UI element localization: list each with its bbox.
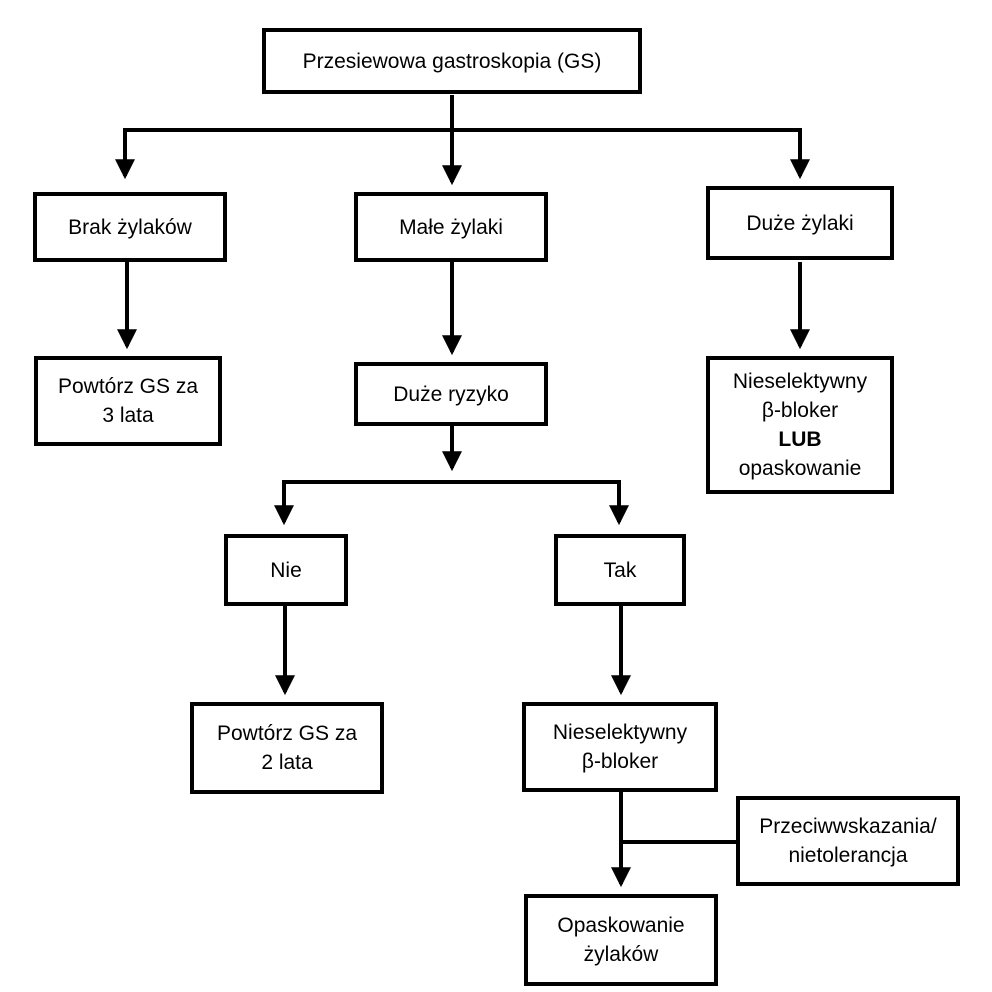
node-large-treatment-line3: LUB xyxy=(778,428,822,451)
node-large-treatment-line2: β-bloker xyxy=(761,399,839,422)
node-screening-label: Przesiewowa gastroskopia (GS) xyxy=(302,49,602,73)
node-large-varices: Duże żylaki xyxy=(706,186,894,260)
node-yes: Tak xyxy=(554,534,686,606)
node-high-risk: Duże ryzyko xyxy=(354,362,548,426)
node-contraindication-line1: Przeciwwskazania/ xyxy=(759,815,937,838)
node-beta-blocker-line1: Nieselektywny xyxy=(552,721,688,744)
node-contraindication-line2: nietolerancja xyxy=(788,844,908,867)
node-screening: Przesiewowa gastroskopia (GS) xyxy=(262,28,642,94)
node-contraindication: Przeciwwskazania/ nietolerancja xyxy=(736,796,960,886)
node-large-treatment-line4: opaskowanie xyxy=(738,457,862,480)
node-small-varices: Małe żylaki xyxy=(354,192,548,262)
node-yes-label: Tak xyxy=(603,558,637,582)
node-repeat-3-line2: 3 lata xyxy=(102,404,154,427)
node-large-treatment-line1: Nieselektywny xyxy=(732,370,868,393)
node-no-varices-label: Brak żylaków xyxy=(68,215,192,239)
node-no: Nie xyxy=(224,534,348,606)
node-large-varices-label: Duże żylaki xyxy=(746,211,854,235)
node-repeat-2-line1: Powtórz GS za xyxy=(216,722,358,745)
node-banding: Opaskowanie żylaków xyxy=(524,894,718,986)
node-small-varices-label: Małe żylaki xyxy=(399,215,503,239)
node-repeat-2: Powtórz GS za 2 lata xyxy=(190,702,384,794)
node-repeat-2-line2: 2 lata xyxy=(261,751,313,774)
node-large-treatment: Nieselektywny β-bloker LUB opaskowanie xyxy=(706,356,894,494)
node-no-varices: Brak żylaków xyxy=(33,192,227,262)
node-repeat-3: Powtórz GS za 3 lata xyxy=(34,356,222,446)
node-repeat-3-line1: Powtórz GS za xyxy=(57,375,199,398)
node-banding-line2: żylaków xyxy=(583,943,659,966)
node-banding-line1: Opaskowanie xyxy=(557,914,685,937)
node-high-risk-label: Duże ryzyko xyxy=(393,382,509,406)
node-no-label: Nie xyxy=(270,558,302,582)
node-beta-blocker: Nieselektywny β-bloker xyxy=(522,702,718,792)
node-beta-blocker-line2: β-bloker xyxy=(581,750,659,773)
